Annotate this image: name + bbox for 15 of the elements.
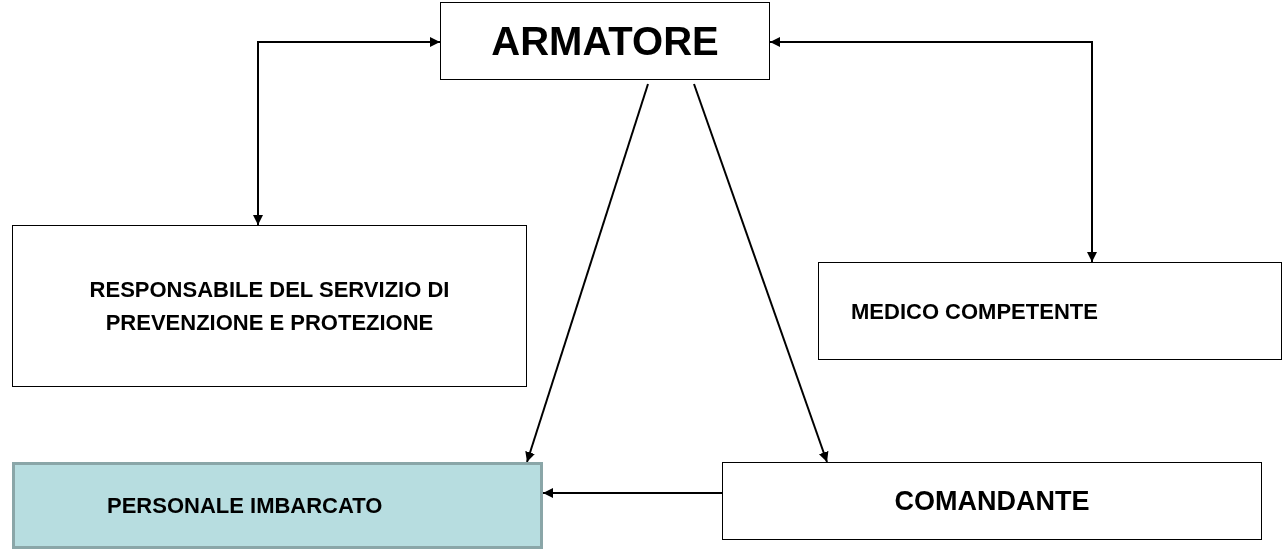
box-label: RESPONSABILE DEL SERVIZIO DI PREVENZIONE E PROTEZIONE [88,276,451,337]
box-label: COMANDANTE [894,484,1090,518]
process-box [12,462,543,549]
arrow [769,37,1097,263]
arrow [542,488,723,498]
process-box [722,462,1262,540]
process-box [440,2,770,80]
arrow [693,83,829,463]
box-label: MEDICO COMPETENTE [851,297,1098,326]
box-label: ARMATORE [491,18,719,65]
process-box [818,262,1282,360]
arrow [525,83,649,463]
box-label: PERSONALE IMBARCATO [107,492,383,520]
arrow [253,37,441,226]
process-box [12,225,527,387]
